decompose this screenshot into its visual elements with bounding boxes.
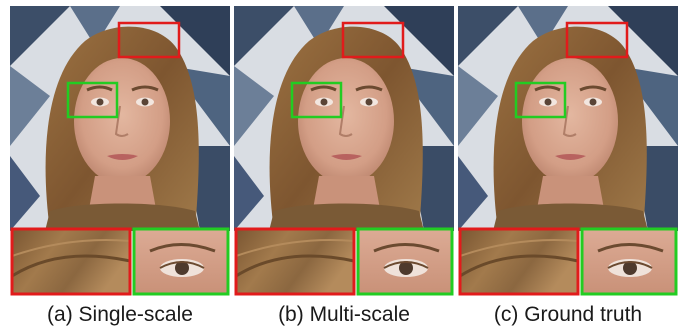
panel-b xyxy=(234,6,454,296)
caption-multi-scale: (b) Multi-scale xyxy=(278,303,410,326)
green-zoom-inset xyxy=(580,227,678,296)
green-zoom-inset xyxy=(132,227,230,296)
green-crop-box xyxy=(66,81,119,119)
red-zoom-inset xyxy=(10,227,132,296)
green-crop-box xyxy=(514,81,567,119)
green-crop-box xyxy=(290,81,343,119)
red-zoom-inset xyxy=(458,227,580,296)
panel-c xyxy=(458,6,678,296)
face-photo xyxy=(458,6,678,296)
face-photo xyxy=(234,6,454,296)
red-crop-box xyxy=(565,21,629,59)
face-photo xyxy=(10,6,230,296)
caption-single-scale: (a) Single-scale xyxy=(47,303,193,326)
red-zoom-inset xyxy=(234,227,356,296)
panel-a xyxy=(10,6,230,296)
caption-ground-truth: (c) Ground truth xyxy=(493,303,643,326)
green-zoom-inset xyxy=(356,227,454,296)
red-crop-box xyxy=(117,21,181,59)
red-crop-box xyxy=(341,21,405,59)
